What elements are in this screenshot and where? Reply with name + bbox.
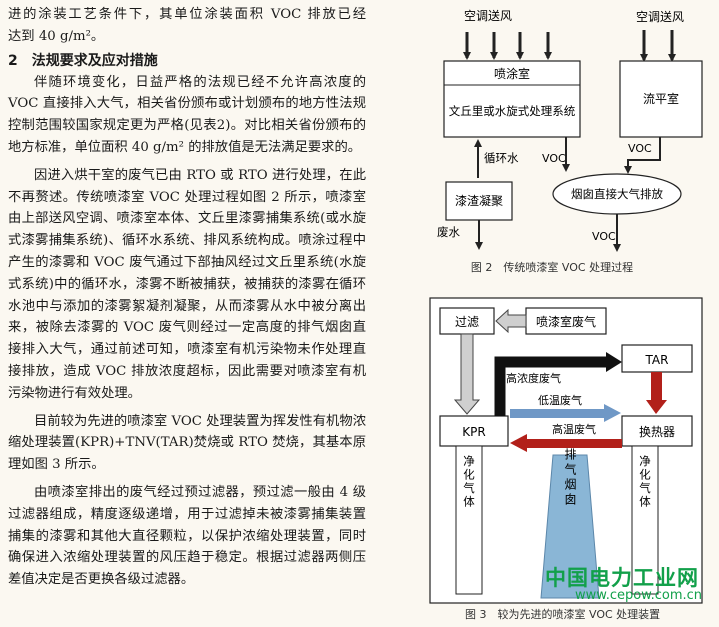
fig3-tar-box: [621, 344, 693, 373]
para-advanced-device: 目前较为先进的喷漆室 VOC 处理装置为挥发性有机物浓缩处理装置(KPR)+TN…: [8, 413, 366, 473]
figures-svg: 空调送风 空调送风 喷涂室 文丘里或水旋式处理系统 流平室 循环水 漆渣凝聚 废…: [429, 8, 703, 604]
watermark-site-url: www.cepow.com.cn: [575, 588, 703, 603]
figure-3-diagram: 过滤 喷漆室废气 TAR KPR 换热器 高浓度废气 低温废气 高温废气: [429, 297, 703, 604]
fig2-chimney-label: 烟囱直接大气排放: [571, 187, 663, 201]
fig3-high-conc-arrow-head: [606, 352, 622, 372]
para-prefilter: 由喷漆室排出的废气经过预过滤器，预过滤一般由 4 级过滤器组成，精度逐级递增，用…: [8, 484, 366, 588]
fig3-red-arrow-shaft: [651, 372, 662, 402]
para-intro-line1: 进的涂装工艺条件下，其单位涂装面积 VOC 排放已经: [8, 7, 366, 22]
fig3-arrow-exhaust-to-filter: [495, 308, 527, 334]
fig2-flash-off-label: 流平室: [643, 91, 679, 106]
fig3-filter-label: 过滤: [455, 315, 479, 329]
fig2-air-arrows-booth: [463, 32, 552, 60]
fig2-voc-label-2: VOC: [628, 142, 652, 155]
fig3-kpr-label: KPR: [462, 425, 485, 439]
fig2-booth-box: [443, 60, 581, 138]
fig2-circulation-label: 循环水: [484, 151, 519, 165]
fig3-low-temp-arrow-shaft: [510, 409, 606, 418]
fig3-clean-gas-right-label: 净化气体: [638, 454, 652, 509]
article-column: 进的涂装工艺条件下，其单位涂装面积 VOC 排放已经 达到 40 g/m²。 2…: [8, 4, 366, 591]
fig3-high-temp-arrow-head: [510, 434, 527, 452]
fig3-low-temp-label: 低温废气: [538, 393, 582, 407]
fig2-booth-label: 喷涂室: [494, 66, 530, 81]
fig3-filter-box: [439, 307, 495, 335]
fig3-heat-exchanger-box: [621, 415, 693, 447]
fig3-clean-gas-left-duct: [455, 445, 483, 595]
fig2-air-arrows-flash: [640, 30, 676, 62]
para-intro-line2: 达到 40 g/m²。: [8, 28, 105, 44]
fig2-voc-label-3: VOC: [592, 230, 616, 243]
fig2-air-supply-label-1: 空调送风: [464, 8, 512, 23]
fig3-low-temp-arrow-head: [604, 404, 621, 422]
fig3-exhaust-stack: [540, 454, 600, 599]
fig3-kpr-box: [439, 415, 509, 447]
fig3-exhaust-stack-label: 排气烟囱: [563, 448, 577, 508]
fig2-venturi-label: 文丘里或水旋式处理系统: [449, 104, 576, 118]
section-number: 2: [8, 52, 18, 69]
fig3-high-temp-label: 高温废气: [552, 422, 596, 436]
fig2-caption: 图 2 传统喷漆室 VOC 处理过程: [471, 260, 633, 274]
fig2-air-supply-label-2: 空调送风: [636, 9, 684, 24]
fig3-booth-exhaust-label: 喷漆室废气: [536, 314, 596, 329]
section-title: 法规要求及应对措施: [31, 52, 158, 69]
fig2-sludge-label: 漆渣凝聚: [455, 193, 503, 208]
fig3-red-arrow-head: [646, 400, 667, 414]
para-regulations: 伴随环境变化，日益严格的法规已经不允许高浓度的 VOC 直接排入大气，相关省份颁…: [8, 74, 366, 155]
fig3-high-conc-label: 高浓度废气: [506, 371, 561, 385]
fig2-voc-label-1: VOC: [542, 152, 566, 165]
para-traditional-process: 因进入烘干室的废气已由 RTO 或 RTO 进行处理，在此不再赘述。传统喷漆室 …: [8, 167, 366, 401]
section-heading: 2 法规要求及应对措施: [8, 50, 366, 72]
fig3-arrow-filter-to-kpr: [453, 333, 481, 415]
fig3-heat-exchanger-label: 换热器: [639, 425, 675, 439]
fig3-high-conc-arrow-shaft: [494, 356, 608, 416]
fig3-caption: 图 3 较为先进的喷漆室 VOC 处理装置: [465, 608, 661, 621]
fig3-clean-gas-left-label: 净化气体: [462, 454, 476, 509]
figure-2-diagram: 空调送风 空调送风 喷涂室 文丘里或水旋式处理系统 流平室 循环水 漆渣凝聚 废…: [437, 8, 703, 274]
watermark-site-name: 中国电力工业网: [545, 566, 699, 590]
fig3-high-temp-arrow-shaft: [526, 439, 622, 448]
fig2-waste-water-label: 废水: [437, 225, 460, 239]
fig2-flash-off-box: [619, 60, 703, 138]
fig3-tar-label: TAR: [645, 353, 669, 367]
fig2-sludge-box: [445, 181, 513, 221]
fig3-clean-gas-right-duct: [631, 445, 659, 595]
